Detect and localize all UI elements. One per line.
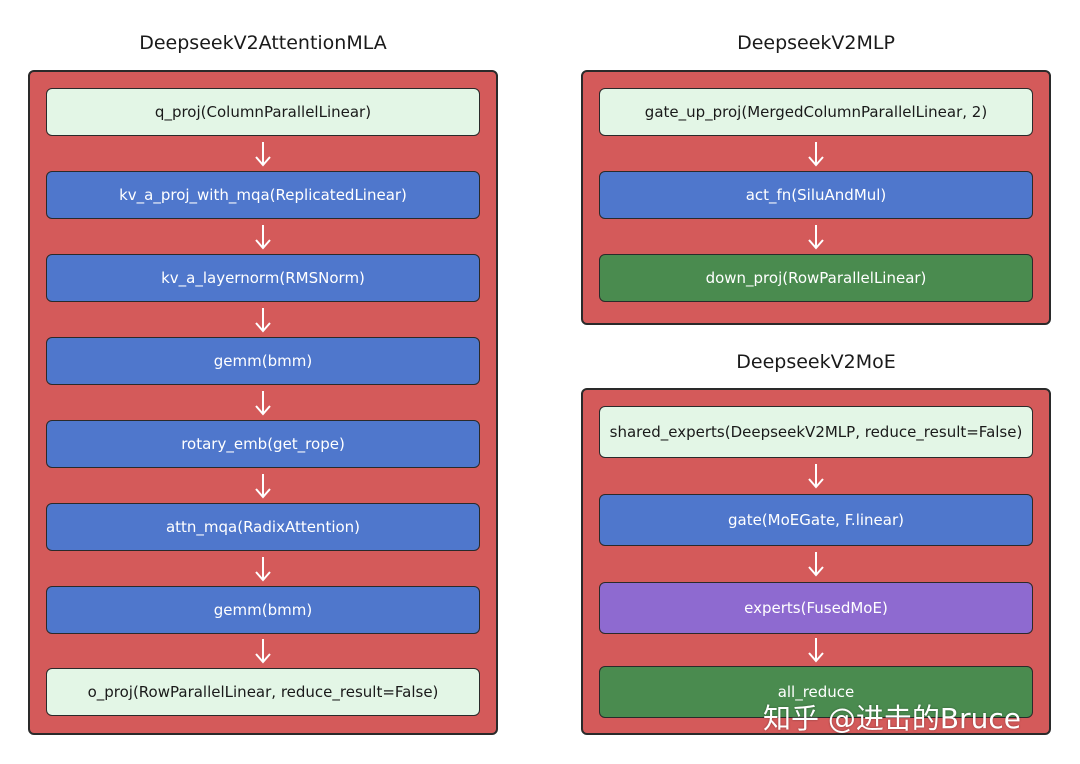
arrow-down-icon bbox=[255, 225, 271, 250]
title-moe: DeepseekV2MoE bbox=[736, 351, 896, 373]
arrow-down-icon bbox=[808, 552, 824, 577]
arrow-down-icon bbox=[808, 638, 824, 663]
node-o-proj: o_proj(RowParallelLinear, reduce_result=… bbox=[46, 668, 480, 716]
arrow-down-icon bbox=[808, 464, 824, 489]
node-gate: gate(MoEGate, F.linear) bbox=[599, 494, 1033, 546]
node-kv-a-layernorm: kv_a_layernorm(RMSNorm) bbox=[46, 254, 480, 302]
arrow-down-icon bbox=[255, 557, 271, 582]
node-q-proj: q_proj(ColumnParallelLinear) bbox=[46, 88, 480, 136]
arrow-down-icon bbox=[808, 225, 824, 250]
node-shared-experts: shared_experts(DeepseekV2MLP, reduce_res… bbox=[599, 406, 1033, 458]
node-gemm-2: gemm(bmm) bbox=[46, 586, 480, 634]
node-down-proj: down_proj(RowParallelLinear) bbox=[599, 254, 1033, 302]
node-gemm-1: gemm(bmm) bbox=[46, 337, 480, 385]
node-attn-mqa: attn_mqa(RadixAttention) bbox=[46, 503, 480, 551]
arrow-down-icon bbox=[255, 391, 271, 416]
node-act-fn: act_fn(SiluAndMul) bbox=[599, 171, 1033, 219]
arrow-down-icon bbox=[255, 639, 271, 664]
arrow-down-icon bbox=[255, 474, 271, 499]
arrow-down-icon bbox=[255, 308, 271, 333]
node-experts: experts(FusedMoE) bbox=[599, 582, 1033, 634]
node-gate-up-proj: gate_up_proj(MergedColumnParallelLinear,… bbox=[599, 88, 1033, 136]
title-mlp: DeepseekV2MLP bbox=[737, 32, 895, 54]
arrow-down-icon bbox=[808, 142, 824, 167]
node-rotary-emb: rotary_emb(get_rope) bbox=[46, 420, 480, 468]
node-all-reduce: all_reduce bbox=[599, 666, 1033, 718]
node-kv-a-proj-with-mqa: kv_a_proj_with_mqa(ReplicatedLinear) bbox=[46, 171, 480, 219]
arrow-down-icon bbox=[255, 142, 271, 167]
title-attention-mla: DeepseekV2AttentionMLA bbox=[139, 32, 387, 54]
watermark: 知乎 @进击的Bruce bbox=[763, 702, 1021, 735]
